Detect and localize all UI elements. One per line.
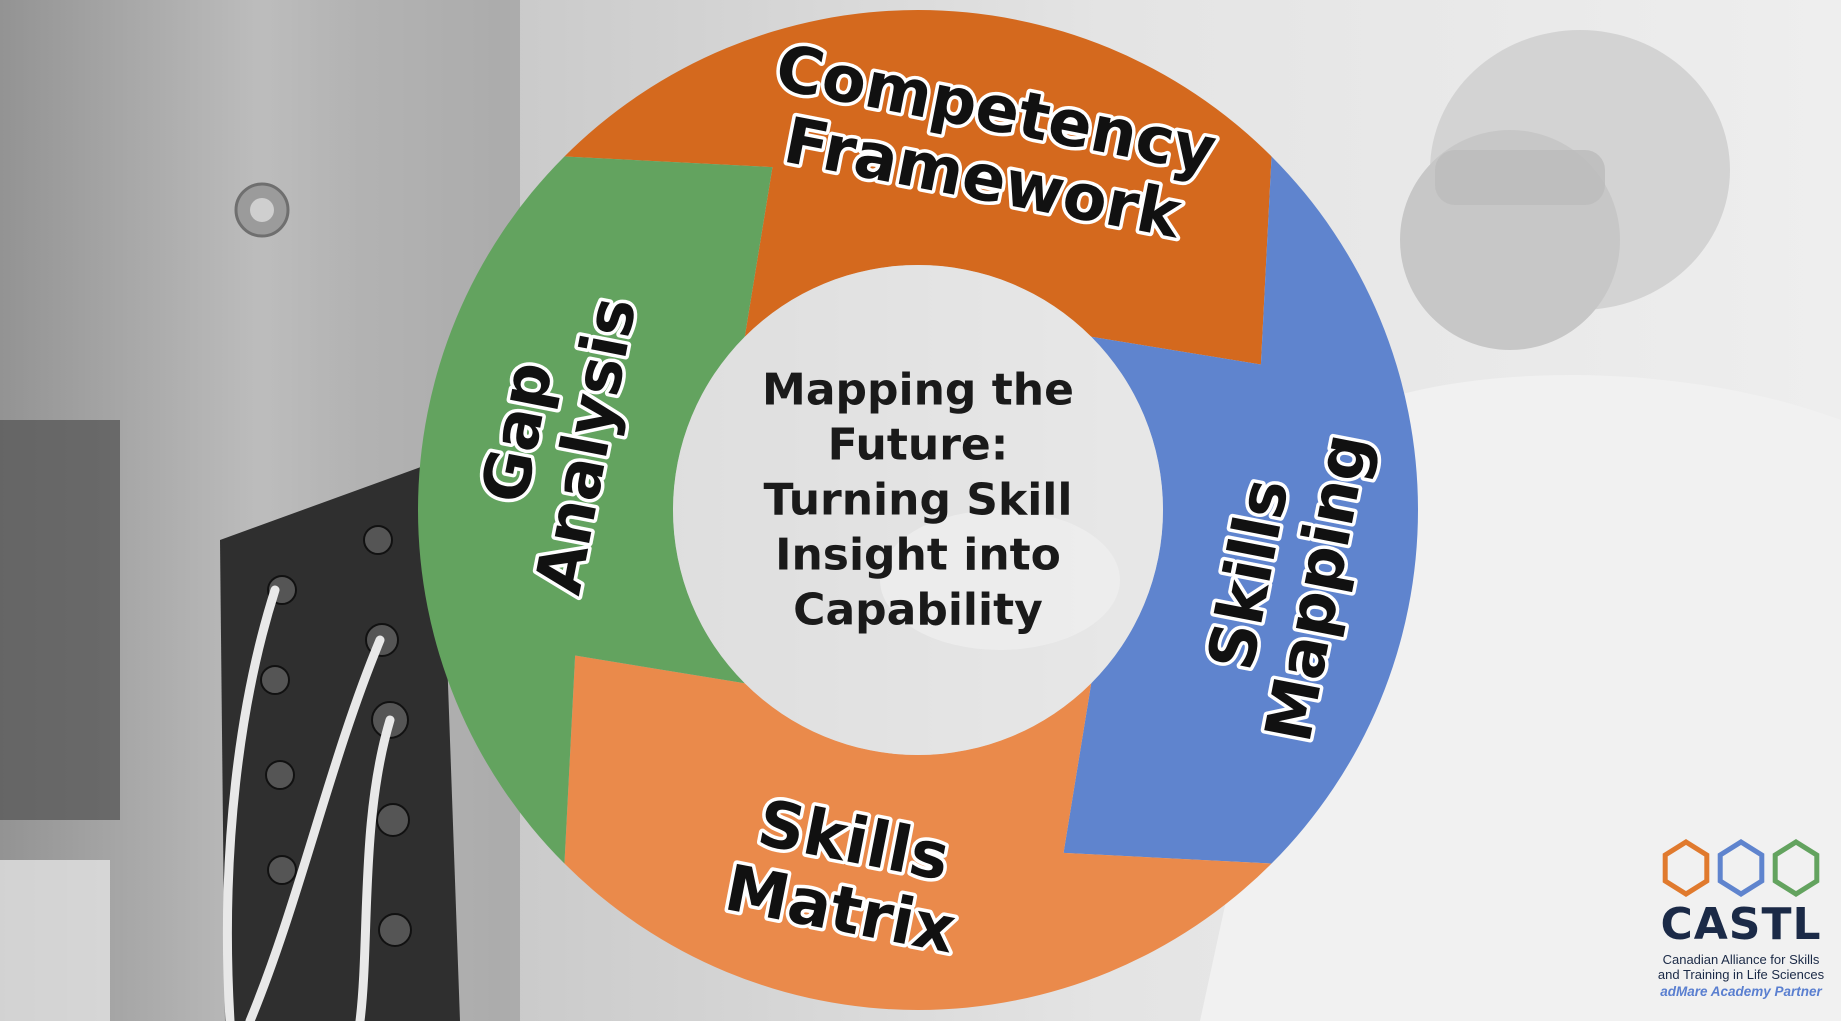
cycle-segment-1 bbox=[564, 10, 1272, 365]
logo-partner-text: adMare Academy Partner bbox=[1660, 984, 1822, 999]
center-title-line: Mapping the bbox=[762, 365, 1074, 416]
logo-subtitle-line2: and Training in Life Sciences bbox=[1657, 967, 1825, 982]
castl-logo: CASTL Canadian Alliance for Skills and T… bbox=[1648, 836, 1834, 1016]
center-title-line: Future: bbox=[828, 420, 1009, 471]
cycle-segment-3 bbox=[564, 655, 1272, 1011]
center-circle bbox=[673, 265, 1163, 755]
center-title-line: Turning Skill bbox=[764, 475, 1073, 526]
logo-hexagon bbox=[1662, 839, 1710, 897]
cycle-segment-4 bbox=[418, 156, 773, 864]
hexagon-chain-icon bbox=[1662, 839, 1820, 897]
logo-title: CASTL bbox=[1660, 899, 1822, 950]
center-title-line: Capability bbox=[793, 585, 1043, 636]
logo-hexagon bbox=[1772, 839, 1820, 897]
logo-subtitle-line1: Canadian Alliance for Skills bbox=[1662, 952, 1820, 967]
center-title-line: Insight into bbox=[775, 530, 1061, 581]
logo-hexagon bbox=[1717, 839, 1765, 897]
cycle-segment-2 bbox=[1063, 156, 1418, 864]
